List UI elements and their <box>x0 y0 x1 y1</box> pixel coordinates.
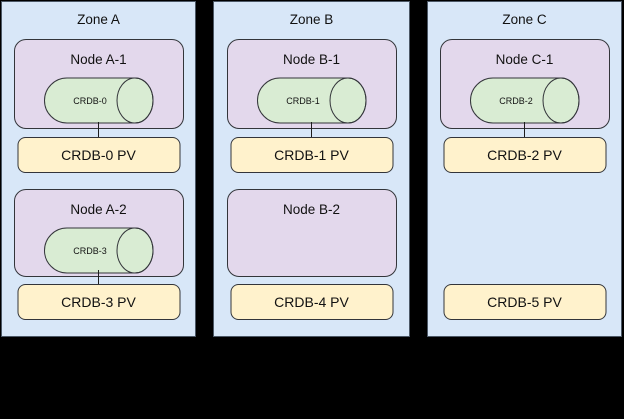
zone-a: Zone A Node A-1 CRDB-0 CRDB-0 PV Node A-… <box>1 1 196 337</box>
crdb-1-cylinder-icon: CRDB-1 <box>256 77 366 124</box>
crdb-2-pod-label: CRDB-2 <box>499 96 533 106</box>
node-c1: Node C-1 CRDB-2 <box>439 39 610 129</box>
crdb-3-pod-label: CRDB-3 <box>73 246 107 256</box>
node-b2: Node B-2 <box>226 189 397 277</box>
node-b1: Node B-1 CRDB-1 <box>226 39 397 129</box>
zone-b: Zone B Node B-1 CRDB-1 CRDB-1 PV Node B-… <box>213 1 410 337</box>
zone-c: Zone C Node C-1 CRDB-2 CRDB-2 PV CRDB-5 … <box>427 1 622 337</box>
crdb-1-pv: CRDB-1 PV <box>230 137 393 173</box>
crdb-2-pv: CRDB-2 PV <box>443 137 606 173</box>
node-a2: Node A-2 CRDB-3 <box>13 189 184 277</box>
crdb-3-cylinder-icon: CRDB-3 <box>43 227 153 274</box>
node-b2-label: Node B-2 <box>282 202 341 217</box>
zone-a-label: Zone A <box>77 12 120 27</box>
zone-b-label: Zone B <box>289 12 334 27</box>
crdb-4-pv: CRDB-4 PV <box>230 284 393 320</box>
crdb-1-pod-label: CRDB-1 <box>286 96 320 106</box>
node-a2-label: Node A-2 <box>70 202 127 217</box>
node-b1-label: Node B-1 <box>282 52 341 67</box>
crdb-0-pv: CRDB-0 PV <box>17 137 180 173</box>
node-a1-label: Node A-1 <box>70 52 127 67</box>
pod-to-pv-connector <box>97 122 99 137</box>
crdb-5-pv: CRDB-5 PV <box>443 284 606 320</box>
crdb-2-cylinder-icon: CRDB-2 <box>469 77 579 124</box>
crdb-0-pod-label: CRDB-0 <box>73 96 107 106</box>
zone-c-label: Zone C <box>502 12 547 27</box>
node-a1: Node A-1 CRDB-0 <box>13 39 184 129</box>
pod-to-pv-connector <box>523 122 525 137</box>
pod-to-pv-connector <box>310 122 312 137</box>
pod-to-pv-connector <box>97 270 99 285</box>
crdb-0-cylinder-icon: CRDB-0 <box>43 77 153 124</box>
node-c1-label: Node C-1 <box>495 52 554 67</box>
crdb-3-pv: CRDB-3 PV <box>17 284 180 320</box>
